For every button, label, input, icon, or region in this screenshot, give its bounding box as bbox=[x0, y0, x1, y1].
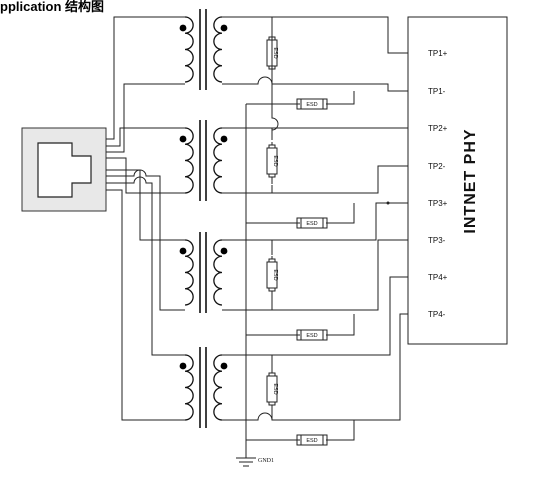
polarity-dot bbox=[179, 362, 187, 370]
transformer-2 bbox=[179, 120, 228, 201]
esd-label: ESD bbox=[306, 221, 317, 227]
esd-vertical-4: ESD bbox=[266, 370, 278, 412]
header-caption: pplication 结构图 bbox=[0, 0, 105, 14]
polarity-dot bbox=[179, 135, 187, 143]
pin-label-tp2-minus: TP2- bbox=[428, 162, 446, 171]
pin-label-tp3-plus: TP3+ bbox=[428, 199, 448, 208]
pin-label-tp4-minus: TP4- bbox=[428, 310, 446, 319]
esd-horizontal-4: ESD bbox=[296, 434, 328, 446]
esd-label: ESD bbox=[272, 269, 278, 280]
esd-vertical-2: ESD bbox=[266, 142, 278, 184]
pin-label-tp1-minus: TP1- bbox=[428, 87, 446, 96]
transformer-3 bbox=[179, 232, 228, 313]
transformers bbox=[179, 9, 228, 428]
polarity-dot bbox=[220, 362, 228, 370]
gnd-label: GND1 bbox=[258, 458, 274, 464]
polarity-dot bbox=[220, 247, 228, 255]
rj45-connector bbox=[21, 127, 107, 212]
transformer-4 bbox=[179, 347, 228, 428]
polarity-dot bbox=[179, 247, 187, 255]
esd-label: ESD bbox=[272, 383, 278, 394]
esd-horizontal-3: ESD bbox=[296, 329, 328, 341]
pin-label-tp2-plus: TP2+ bbox=[428, 124, 448, 133]
esd-label: ESD bbox=[272, 155, 278, 166]
esd-label: ESD bbox=[306, 102, 317, 108]
wiring bbox=[106, 16, 408, 467]
phy-pin-labels: TP1+ TP1- TP2+ TP2- TP3+ TP3- TP4+ TP4- bbox=[428, 49, 448, 319]
phy-title: INTNET PHY bbox=[462, 128, 479, 233]
esd-label: ESD bbox=[306, 438, 317, 444]
polarity-dot bbox=[220, 24, 228, 32]
pin-label-tp3-minus: TP3- bbox=[428, 236, 446, 245]
transformer-1 bbox=[179, 9, 228, 90]
pin-label-tp4-plus: TP4+ bbox=[428, 273, 448, 282]
esd-horizontal-2: ESD bbox=[296, 217, 328, 229]
esd-horizontal-1: ESD bbox=[296, 98, 328, 110]
esd-vertical-3: ESD bbox=[266, 256, 278, 298]
polarity-dot bbox=[179, 24, 187, 32]
esd-label: ESD bbox=[272, 47, 278, 58]
polarity-dot bbox=[220, 135, 228, 143]
phy-block: INTNET PHY bbox=[407, 16, 508, 345]
esd-label: ESD bbox=[306, 333, 317, 339]
pin-label-tp1-plus: TP1+ bbox=[428, 49, 448, 58]
